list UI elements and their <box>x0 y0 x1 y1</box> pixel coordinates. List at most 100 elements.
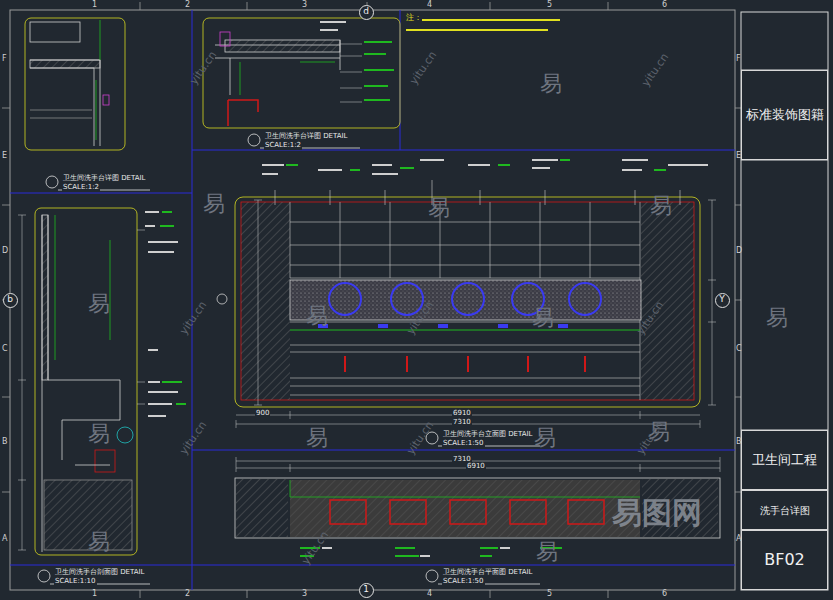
cad-circle <box>569 283 601 315</box>
plan-view <box>235 457 720 556</box>
cad-rect <box>103 95 109 105</box>
cad-rect <box>220 32 230 46</box>
watermark: 易 <box>650 194 672 218</box>
grid-number: 2 <box>185 590 190 599</box>
watermark: 易 <box>88 422 110 446</box>
grid-letter: A <box>736 535 741 544</box>
cad-path <box>145 212 178 416</box>
title-text: 卫生间工程 <box>752 453 817 467</box>
cad-path <box>18 215 26 550</box>
cad-path <box>320 22 346 30</box>
cad-path <box>228 100 258 126</box>
cad-circle <box>38 570 50 582</box>
cad-path <box>137 230 145 404</box>
title-text: 标准装饰图籍 <box>746 108 824 122</box>
axis-label: Y <box>719 295 725 305</box>
cad-rect <box>235 478 720 538</box>
cad-circle <box>248 134 260 146</box>
cad-circle <box>217 294 227 304</box>
detail-top-middle <box>203 18 400 128</box>
cad-rect <box>741 12 828 590</box>
grid-letter: F <box>736 55 741 64</box>
grid-number: 6 <box>662 590 667 599</box>
watermark: 易 <box>306 426 328 450</box>
cad-path <box>406 20 560 30</box>
cad-rect <box>290 480 640 537</box>
cad-path <box>290 330 640 331</box>
axis-label: d <box>363 7 369 17</box>
cad-rect <box>95 450 115 472</box>
cad-path <box>2 2 741 598</box>
cad-path <box>300 548 562 556</box>
cad-circle <box>329 283 361 315</box>
cad-rect <box>225 40 340 52</box>
axis-label: b <box>7 295 13 305</box>
grid-number: 3 <box>302 1 307 10</box>
note-text: 注： <box>406 14 422 23</box>
dimension: 6910 <box>466 463 486 471</box>
watermark: 易 <box>534 426 556 450</box>
grid-letter: D <box>2 247 8 256</box>
scale-text: SCALE:1:50 <box>442 578 485 586</box>
watermark: 易 <box>766 306 788 330</box>
cad-circle <box>426 570 438 582</box>
grid-number: 1 <box>92 1 97 10</box>
cad-path <box>286 160 666 170</box>
grid-number: 5 <box>547 590 552 599</box>
cad-path <box>345 356 585 372</box>
cad-path <box>290 322 640 395</box>
cad-path <box>240 62 335 95</box>
detail-title: 卫生间洗手台平面图 DETAIL <box>442 569 534 577</box>
cad-path <box>10 10 735 590</box>
cad-path <box>340 44 362 102</box>
cad-circle <box>452 283 484 315</box>
cad-rect <box>25 18 125 150</box>
axis-marker: Y <box>715 293 730 308</box>
watermark: 易 <box>88 292 110 316</box>
cad-path <box>75 465 110 466</box>
dimension: 7310 <box>452 419 472 427</box>
cad-rect <box>30 60 100 68</box>
cad-path <box>30 110 92 118</box>
cad-path <box>275 180 680 205</box>
cad-path <box>262 160 708 174</box>
cad-path <box>160 212 186 404</box>
watermark: yitu.cn <box>405 419 436 457</box>
grid-number: 3 <box>302 590 307 599</box>
axis-marker: d <box>359 5 374 20</box>
title-block-cell: 标准装饰图籍 <box>741 70 828 160</box>
axis-marker: 1 <box>359 583 374 598</box>
cad-path <box>236 411 700 428</box>
cad-rect <box>203 18 400 128</box>
grid-number: 4 <box>427 1 432 10</box>
cad-path <box>290 202 640 400</box>
cad-rect <box>290 280 641 320</box>
cad-path <box>215 40 340 95</box>
grid-letter: E <box>2 152 7 161</box>
grid-letter: D <box>736 247 742 256</box>
scale-text: SCALE:1:2 <box>264 142 302 150</box>
grid-letter: C <box>2 345 8 354</box>
watermark: 易 <box>540 72 562 96</box>
grid-letter: A <box>2 535 7 544</box>
cad-rect <box>450 500 486 524</box>
cad-rect <box>42 215 48 380</box>
title-block-cell: BF02 <box>741 530 828 590</box>
title-block-cell: 洗手台详图 <box>741 490 828 530</box>
detail-top-left <box>25 18 125 150</box>
grid-number: 5 <box>547 1 552 10</box>
watermark: 易 <box>88 530 110 554</box>
elevation <box>217 160 716 428</box>
cad-path <box>322 548 510 556</box>
watermark: yitu.cn <box>640 51 671 89</box>
cad-rect <box>390 500 426 524</box>
watermark: 易 <box>203 192 225 216</box>
axis-marker: b <box>3 293 18 308</box>
grid-number: 2 <box>185 1 190 10</box>
title-block-cell: 卫生间工程 <box>741 430 828 490</box>
watermark: 易 <box>536 540 558 564</box>
watermark: 易 <box>306 304 328 328</box>
